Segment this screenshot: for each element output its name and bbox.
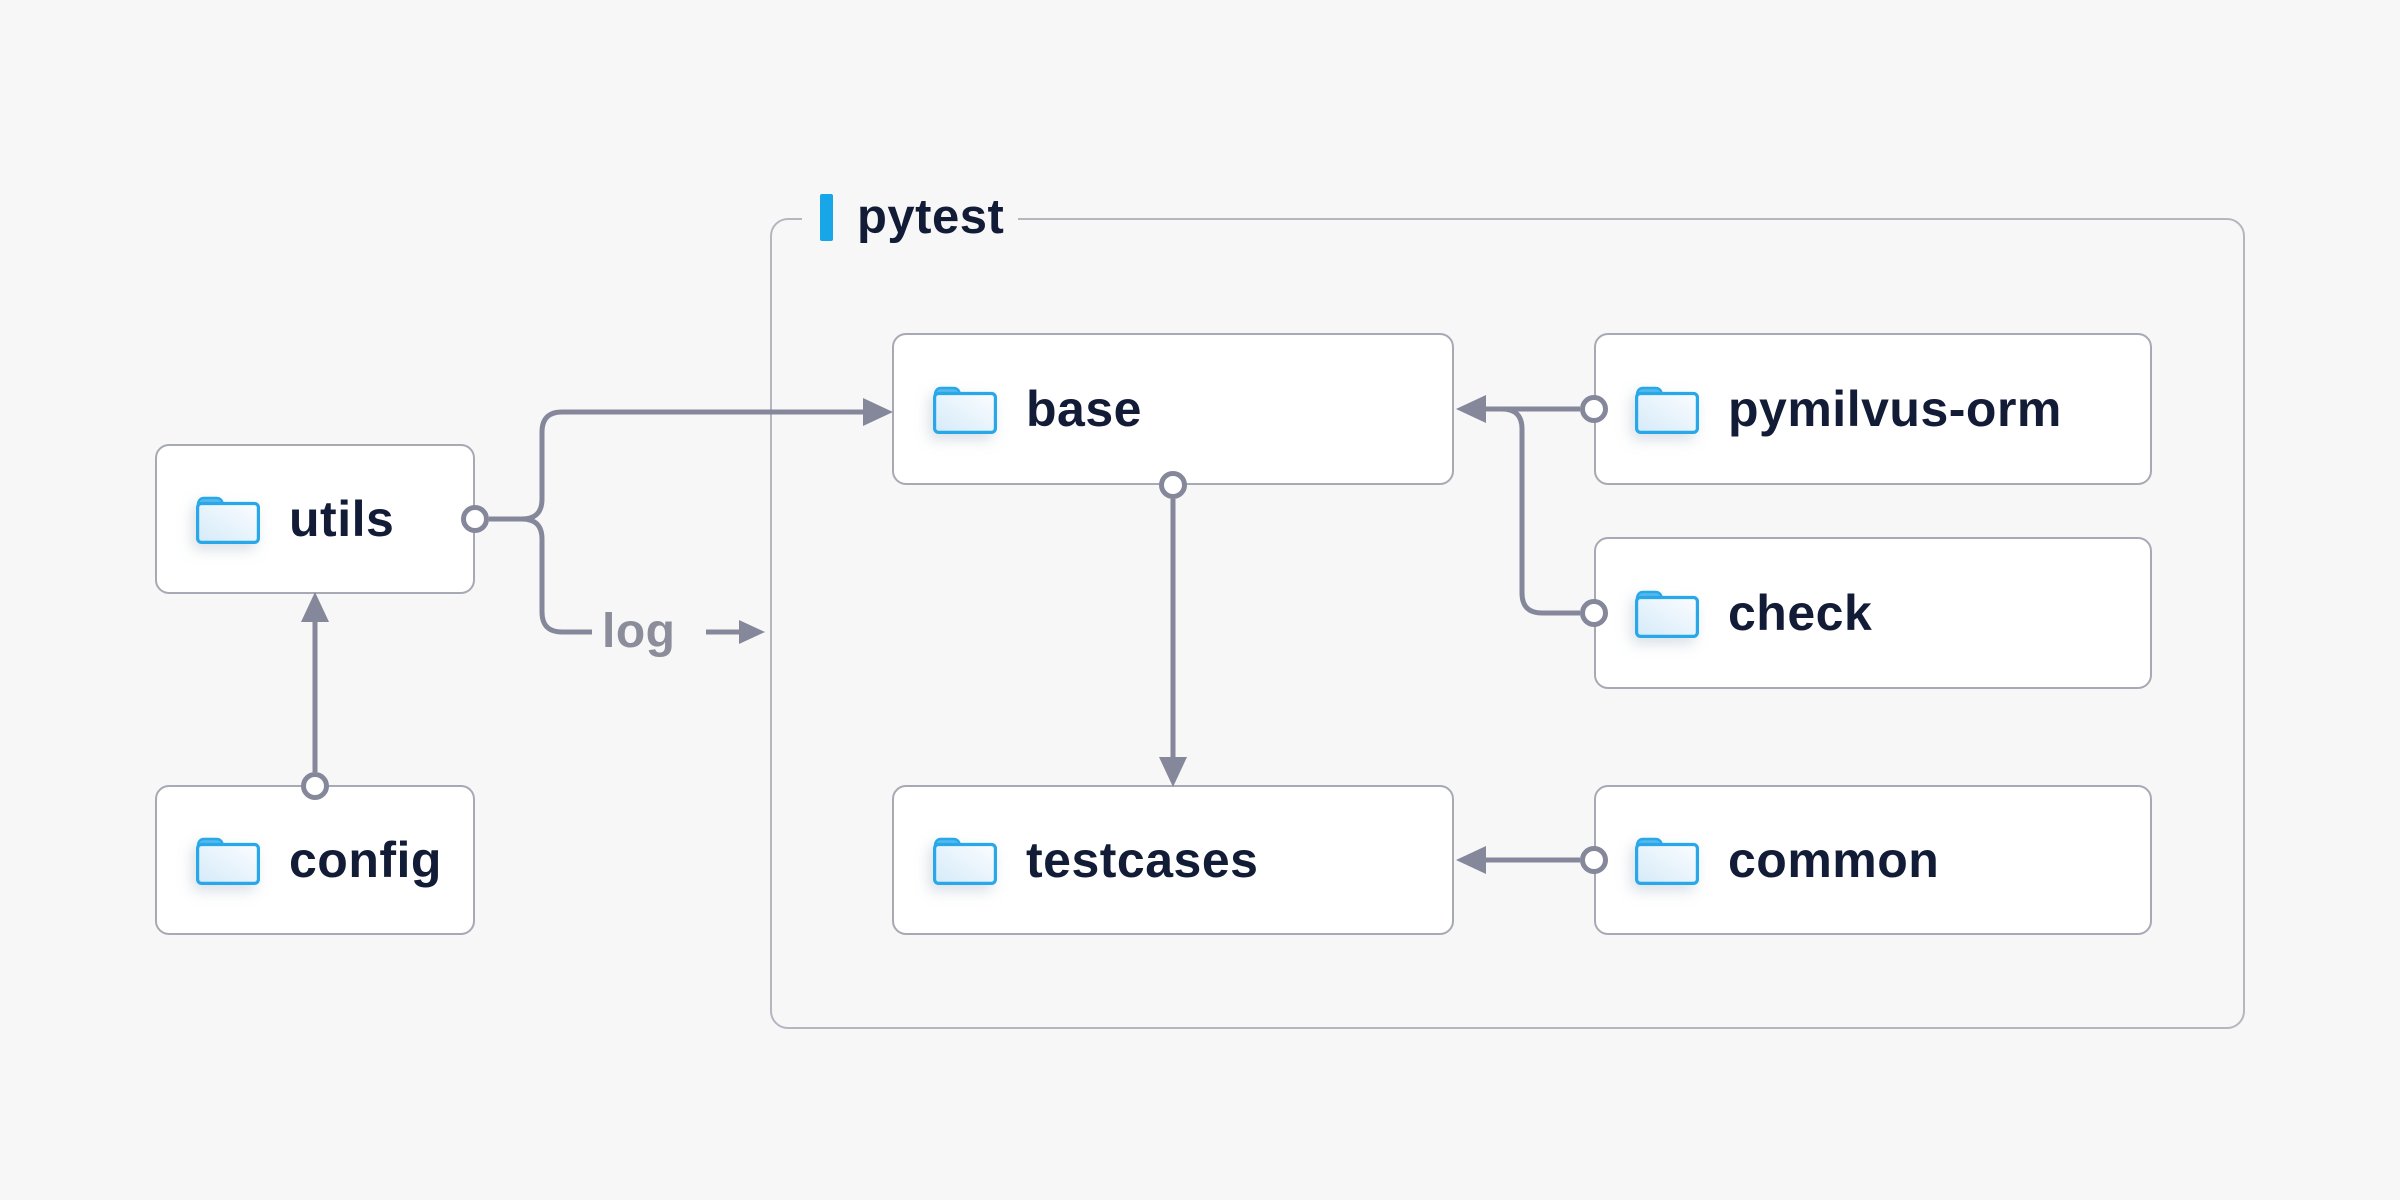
node-testcases: testcases	[892, 785, 1454, 935]
accent-bar	[820, 193, 833, 241]
edge-config-utils	[301, 592, 329, 772]
folder-icon	[932, 386, 997, 435]
node-config: config	[155, 785, 475, 935]
group-title: pytest	[857, 190, 1005, 244]
folder-icon	[932, 837, 997, 886]
edge-label-log: log	[602, 605, 676, 658]
arrowhead	[739, 620, 765, 644]
node-label: utils	[289, 491, 395, 547]
folder-icon	[195, 496, 260, 545]
node-common: common	[1594, 785, 2152, 935]
folder-icon	[1634, 837, 1699, 886]
folder-icon	[1634, 590, 1699, 639]
node-label: base	[1026, 381, 1142, 437]
arrowhead	[301, 592, 329, 622]
node-label: testcases	[1026, 832, 1259, 888]
pytest-group-container	[770, 218, 2245, 1029]
node-label: check	[1728, 585, 1873, 641]
node-label: config	[289, 832, 442, 888]
node-utils: utils	[155, 444, 475, 594]
node-base: base	[892, 333, 1454, 485]
node-pymilvus-orm: pymilvus-orm	[1594, 333, 2152, 485]
node-label: common	[1728, 832, 1940, 888]
folder-icon	[1634, 386, 1699, 435]
folder-icon	[195, 837, 260, 886]
pytest-group-label: pytest	[802, 188, 1019, 246]
node-check: check	[1594, 537, 2152, 689]
node-label: pymilvus-orm	[1728, 381, 2062, 437]
